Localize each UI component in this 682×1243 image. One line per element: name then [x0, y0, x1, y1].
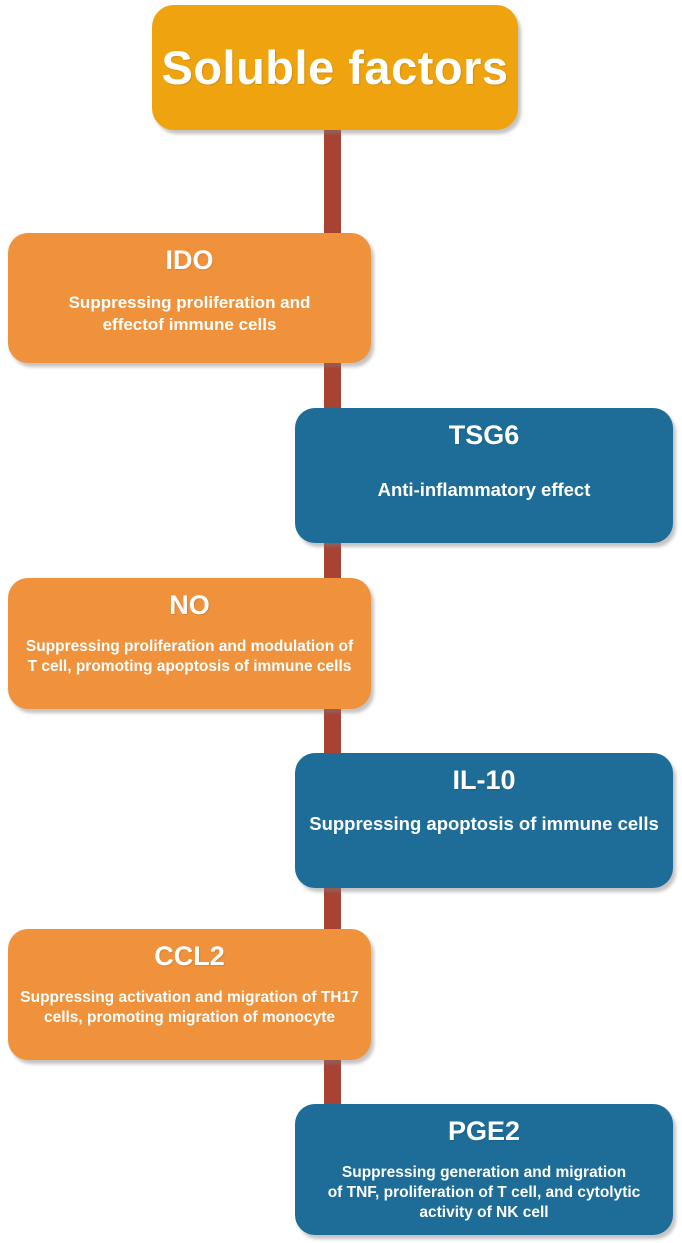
- factor-name: PGE2: [447, 1116, 521, 1146]
- factor-name: CCL2: [154, 941, 225, 971]
- factor-description: Suppressing generation and migration of …: [327, 1164, 641, 1222]
- factor-description: Anti-inflammatory effect: [377, 479, 591, 501]
- factor-box-il10: IL-10 Suppressing apoptosis of immune ce…: [295, 753, 673, 888]
- diagram-title: Soluble factors: [161, 41, 509, 94]
- factor-box-ido: IDO Suppressing proliferation and effect…: [8, 233, 371, 363]
- title-box: Soluble factors: [152, 5, 518, 130]
- factor-name: NO: [169, 590, 210, 620]
- factor-description: Suppressing apoptosis of immune cells: [309, 813, 659, 835]
- factor-description: Suppressing proliferation and effectof i…: [68, 293, 311, 335]
- factor-name: IL-10: [452, 765, 516, 795]
- factor-description: Suppressing proliferation and modulation…: [25, 638, 354, 676]
- factor-box-pge2: PGE2 Suppressing generation and migratio…: [295, 1104, 673, 1235]
- factor-box-no: NO Suppressing proliferation and modulat…: [8, 578, 371, 709]
- factor-name: IDO: [165, 245, 214, 275]
- factor-box-tsg6: TSG6 Anti-inflammatory effect: [295, 408, 673, 543]
- factor-box-ccl2: CCL2 Suppressing activation and migratio…: [8, 929, 371, 1060]
- factor-name: TSG6: [448, 420, 520, 450]
- factor-description: Suppressing activation and migration of …: [20, 989, 359, 1027]
